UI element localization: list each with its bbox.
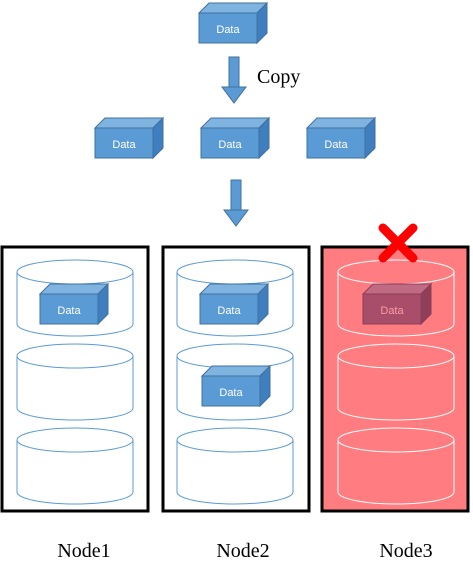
node-3-disk-3 — [337, 427, 455, 505]
copy-data-label-2: Data — [218, 139, 242, 151]
node-1-data-block: Data — [39, 283, 109, 325]
node-1-label: Node1 — [57, 540, 110, 562]
node-3-data-block: Data — [362, 283, 432, 325]
node-2-label: Node2 — [216, 540, 269, 562]
node-1-data-label: Data — [57, 305, 81, 317]
node-2-data-label-1: Data — [217, 305, 241, 317]
node-3: Data — [320, 223, 470, 513]
node-failed-x-icon — [378, 223, 418, 263]
copy-data-block-1: Data — [94, 117, 164, 159]
node-1-disk-2 — [16, 343, 134, 421]
copy-data-label-3: Data — [324, 139, 348, 151]
node-3-disk-2 — [337, 343, 455, 421]
copy-label: Copy — [257, 66, 300, 88]
distribute-arrow — [223, 179, 249, 227]
copy-data-block-2: Data — [200, 117, 270, 159]
node-1: Data — [0, 245, 150, 513]
node-2-disk-3 — [176, 427, 294, 505]
source-data-block: Data — [198, 2, 268, 44]
node-2: Data Data — [161, 245, 311, 513]
node-2-data-block-1: Data — [199, 283, 269, 325]
copy-data-block-3: Data — [306, 117, 376, 159]
node-3-data-label: Data — [380, 305, 404, 317]
node-2-data-label-2: Data — [219, 387, 243, 399]
node-2-data-block-2: Data — [201, 365, 271, 407]
node-3-label: Node3 — [379, 540, 432, 562]
source-data-label: Data — [216, 24, 240, 36]
copy-arrow — [221, 56, 247, 104]
node-1-disk-3 — [16, 427, 134, 505]
copy-data-label-1: Data — [112, 139, 136, 151]
